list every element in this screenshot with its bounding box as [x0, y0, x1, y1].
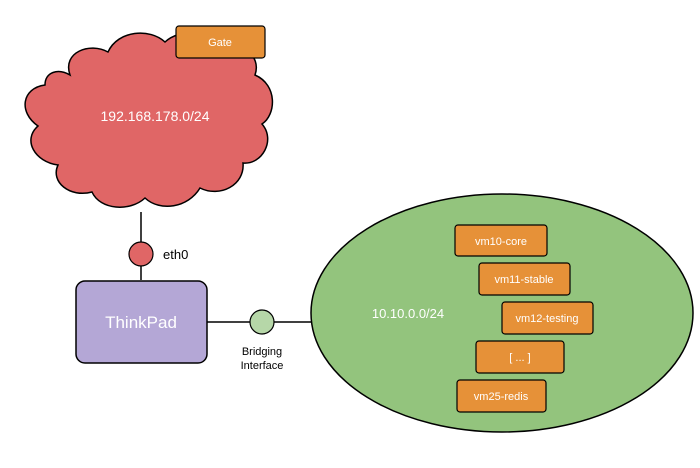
gate-box	[175, 25, 266, 59]
vm-label: [ ... ]	[509, 352, 530, 364]
vm-label: vm10-core	[475, 236, 527, 248]
vm-label: vm12-testing	[516, 313, 579, 325]
bridging-label-line1: Bridging	[242, 346, 282, 358]
eth0-interface	[128, 241, 154, 267]
vm-label: vm11-stable	[494, 274, 553, 286]
gate-label: Gate	[208, 37, 232, 49]
vm-box	[478, 262, 571, 296]
thinkpad-label: ThinkPad	[105, 313, 177, 332]
wan-subnet-label: 192.168.178.0/24	[101, 108, 210, 124]
vm-label: vm25-redis	[474, 391, 529, 403]
thinkpad-host	[75, 280, 208, 364]
bridging-interface	[249, 309, 275, 335]
eth0-label: eth0	[163, 247, 188, 262]
vm-box	[475, 340, 565, 374]
lan-subnet-label: 10.10.0.0/24	[372, 306, 444, 321]
wan-cloud	[24, 31, 274, 208]
vm-box	[456, 379, 547, 413]
vm-box	[454, 224, 548, 257]
vm-box	[501, 301, 594, 335]
bridging-label-line2: Interface	[241, 360, 284, 372]
